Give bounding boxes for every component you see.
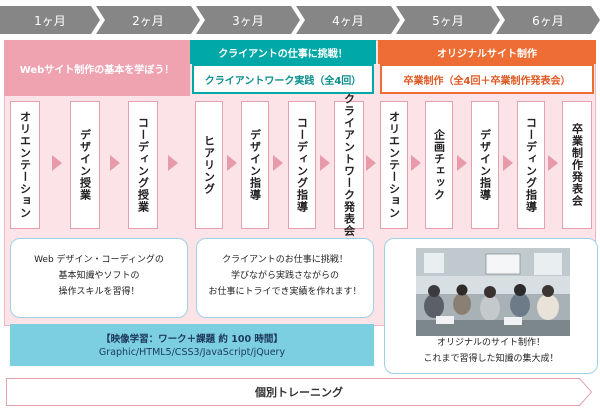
info-basics: Web デザイン・コーディングの 基本知識やソフトの 操作スキルを習得！ bbox=[10, 238, 188, 318]
info-line: これまで習得した知識の集大成！ bbox=[423, 354, 559, 364]
step-coding-class: コーディング授業 bbox=[128, 101, 158, 229]
arrow-icon bbox=[52, 155, 62, 171]
individual-training-label: 個別トレーニング bbox=[255, 386, 343, 399]
phase-client-banner: クライアントの仕事に挑戦！ bbox=[190, 40, 376, 64]
step-label: コーディング指導 bbox=[524, 117, 538, 213]
info-client: クライアントのお仕事に挑戦！ 学びながら実践さながらの お仕事にトライでき実績を… bbox=[196, 238, 374, 318]
video-learning-bar: 【映像学習：ワーク＋課題 約 100 時間】 Graphic/HTML5/CSS… bbox=[10, 324, 374, 366]
phase-basics-title: Webサイト制作の基本を学ぼう！ bbox=[4, 40, 190, 96]
step-label: 企画チェック bbox=[432, 129, 446, 201]
arrow-icon bbox=[168, 155, 178, 171]
step-design-class: デザイン授業 bbox=[70, 101, 100, 229]
month-2: 2ヶ月 bbox=[96, 6, 200, 34]
arrow-icon bbox=[503, 155, 513, 171]
info-line: 操作スキルを習得！ bbox=[58, 287, 140, 297]
arrow-icon bbox=[548, 155, 558, 171]
classroom-illustration bbox=[416, 248, 570, 336]
step-design-guidance: デザイン指導 bbox=[241, 101, 269, 229]
arrow-icon bbox=[457, 155, 467, 171]
step-hearing: ヒアリング bbox=[195, 101, 223, 229]
step-coding-guidance-2: コーディング指導 bbox=[517, 101, 545, 229]
step-label: クライアントワーク発表会 bbox=[342, 93, 356, 237]
video-learning-title: 【映像学習：ワーク＋課題 約 100 時間】 bbox=[101, 334, 283, 345]
phase-original-banner: オリジナルサイト制作 bbox=[378, 40, 596, 64]
step-graduation-presentation: 卒業制作発表会 bbox=[562, 101, 592, 229]
step-label: コーディング指導 bbox=[295, 117, 309, 213]
info-line: 基本知識やソフトの bbox=[58, 271, 140, 281]
month-5: 5ヶ月 bbox=[396, 6, 500, 34]
step-label: デザイン指導 bbox=[478, 129, 492, 201]
arrow-icon bbox=[273, 155, 283, 171]
step-label: デザイン授業 bbox=[78, 129, 92, 201]
info-line: Web デザイン・コーディングの bbox=[34, 255, 164, 265]
month-1: 1ヶ月 bbox=[0, 6, 100, 34]
arrow-icon bbox=[110, 155, 120, 171]
arrow-icon bbox=[366, 155, 376, 171]
step-label: ヒアリング bbox=[202, 135, 216, 195]
info-line: クライアントのお仕事に挑戦！ bbox=[222, 255, 348, 265]
arrow-icon bbox=[411, 155, 421, 171]
step-design-guidance-2: デザイン指導 bbox=[471, 101, 499, 229]
step-coding-guidance: コーディング指導 bbox=[288, 101, 316, 229]
step-label: デザイン指導 bbox=[248, 129, 262, 201]
phase-client-subtitle: クライアントワーク実践（全4回） bbox=[192, 64, 374, 94]
month-6: 6ヶ月 bbox=[496, 6, 600, 34]
arrow-icon bbox=[320, 155, 330, 171]
step-label: オリエンテーション bbox=[18, 111, 32, 219]
step-label: オリエンテーション bbox=[387, 111, 401, 219]
info-line: お仕事にトライでき実績を作れます！ bbox=[208, 287, 362, 297]
classroom-photo bbox=[416, 248, 570, 336]
individual-training-bar: 個別トレーニング bbox=[6, 378, 592, 406]
month-4: 4ヶ月 bbox=[296, 6, 400, 34]
arrow-icon bbox=[227, 155, 237, 171]
phase-original-subtitle: 卒業制作（全4回＋卒業制作発表会） bbox=[380, 64, 594, 94]
step-orientation-2: オリエンテーション bbox=[380, 101, 408, 229]
video-learning-subjects: Graphic/HTML5/CSS3/JavaScript/jQuery bbox=[98, 347, 286, 358]
step-planning-check: 企画チェック bbox=[425, 101, 453, 229]
info-line: オリジナルのサイト制作！ bbox=[436, 338, 545, 348]
info-line: 学びながら実践さながらの bbox=[230, 271, 339, 281]
step-orientation: オリエンテーション bbox=[10, 101, 40, 229]
step-label: 卒業制作発表会 bbox=[570, 123, 584, 207]
month-3: 3ヶ月 bbox=[196, 6, 300, 34]
step-label: コーディング授業 bbox=[136, 117, 150, 213]
step-client-presentation: クライアントワーク発表会 bbox=[334, 93, 364, 237]
